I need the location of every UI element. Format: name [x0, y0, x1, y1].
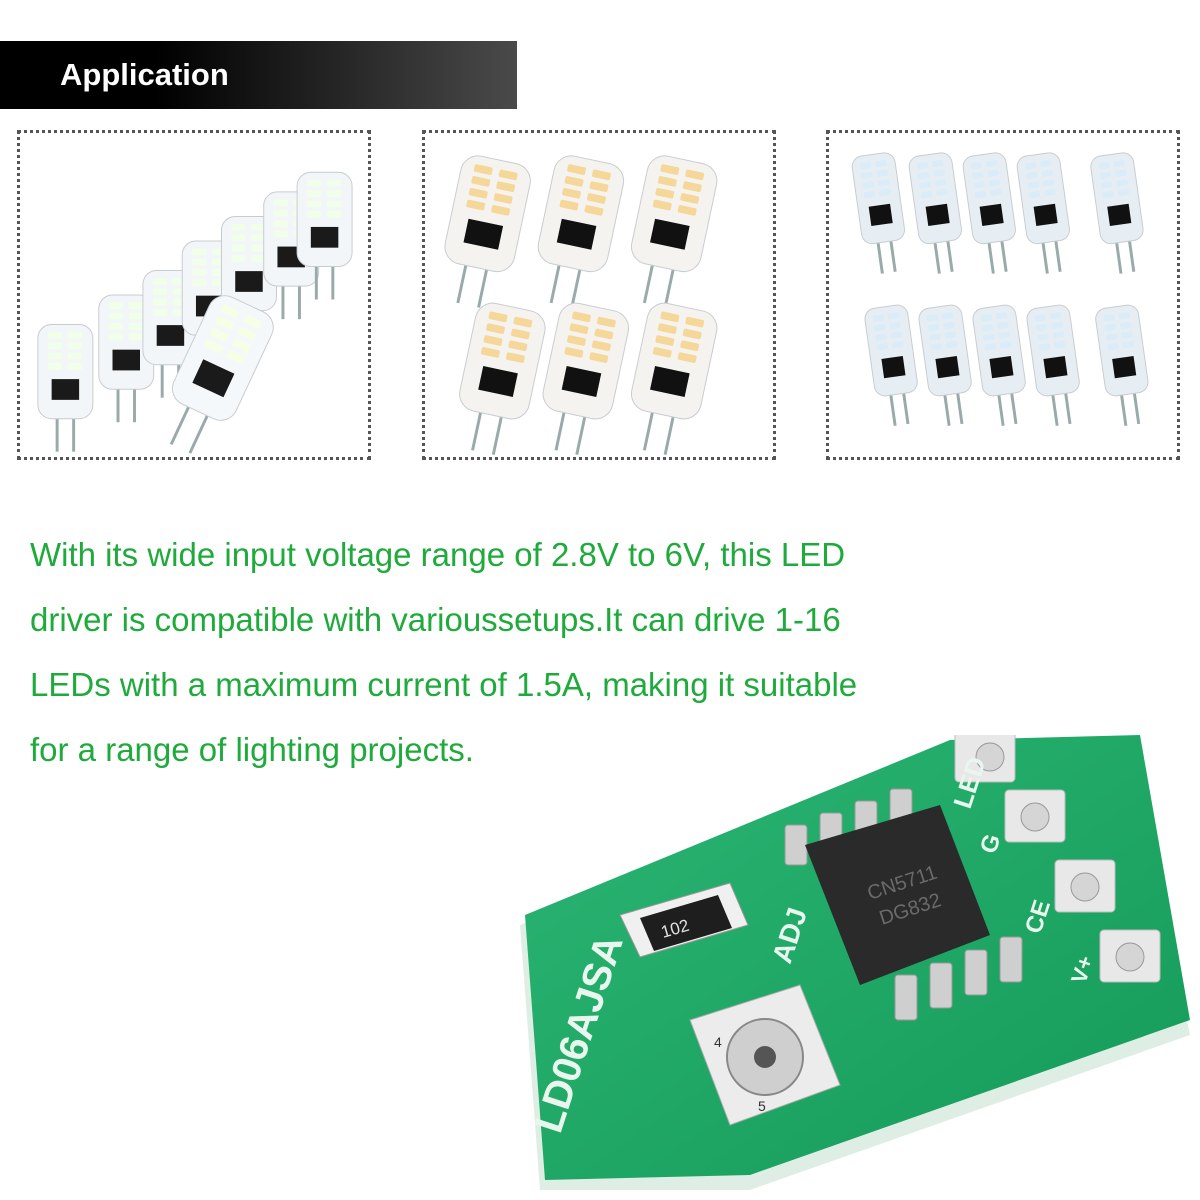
led-bulb	[630, 155, 718, 308]
led-bulb	[537, 155, 625, 308]
description-text: With its wide input voltage range of 2.8…	[30, 522, 970, 782]
g-pad	[1004, 789, 1066, 843]
description-line: LEDs with a maximum current of 1.5A, mak…	[30, 666, 858, 703]
g4-led-bulbs-cool-white-icon	[37, 171, 353, 454]
gallery-item-warm	[422, 130, 776, 460]
led-bulb	[169, 295, 274, 454]
header-title: Application	[60, 57, 229, 92]
pot-mark-4: 4	[714, 1034, 722, 1050]
led-bulb	[630, 302, 718, 455]
led-driver-board: CN5711 DG832 102 4 5 LD06AJSA ADJ LED G …	[500, 735, 1200, 1200]
ce-pad	[1054, 859, 1116, 913]
led-bulb	[98, 294, 155, 423]
led-bulb	[37, 323, 94, 452]
led-pad	[954, 735, 1016, 783]
resistor-102	[640, 895, 732, 951]
led-bulb	[851, 152, 905, 274]
pot-mark-5: 5	[758, 1098, 766, 1114]
potentiometer-screw[interactable]	[754, 1046, 776, 1068]
led-bulb	[1090, 152, 1144, 274]
led-bulb	[962, 152, 1016, 274]
description-line: driver is compatible with varioussetups.…	[30, 601, 841, 638]
g8-led-bulbs-warm-white-icon	[444, 155, 718, 455]
chip-pins-bottom	[894, 936, 1023, 1021]
led-bulb	[918, 304, 972, 426]
led-bulb	[1026, 304, 1080, 426]
led-bulb	[296, 171, 353, 300]
led-bulb	[459, 302, 546, 455]
description-line: With its wide input voltage range of 2.8…	[30, 536, 846, 573]
led-bulb	[908, 152, 962, 274]
led-bulb	[444, 155, 531, 308]
driver-chip	[805, 805, 990, 985]
pcb-board-icon: CN5711 DG832 102 4 5 LD06AJSA ADJ LED G …	[520, 735, 1190, 1190]
gallery-item-smd	[826, 130, 1180, 460]
led-bulb	[1016, 152, 1070, 274]
g4-led-bulbs-smd-icon	[851, 152, 1149, 426]
gallery-item-g4-cool	[17, 130, 371, 460]
led-bulb	[864, 304, 918, 426]
description-line: for a range of lighting projects.	[30, 731, 474, 768]
vin-pad	[1099, 929, 1161, 983]
led-bulb	[221, 215, 277, 344]
led-bulb	[542, 302, 630, 455]
header-banner: Application	[0, 41, 517, 109]
led-bulb	[972, 304, 1026, 426]
led-bulb	[1095, 304, 1149, 426]
